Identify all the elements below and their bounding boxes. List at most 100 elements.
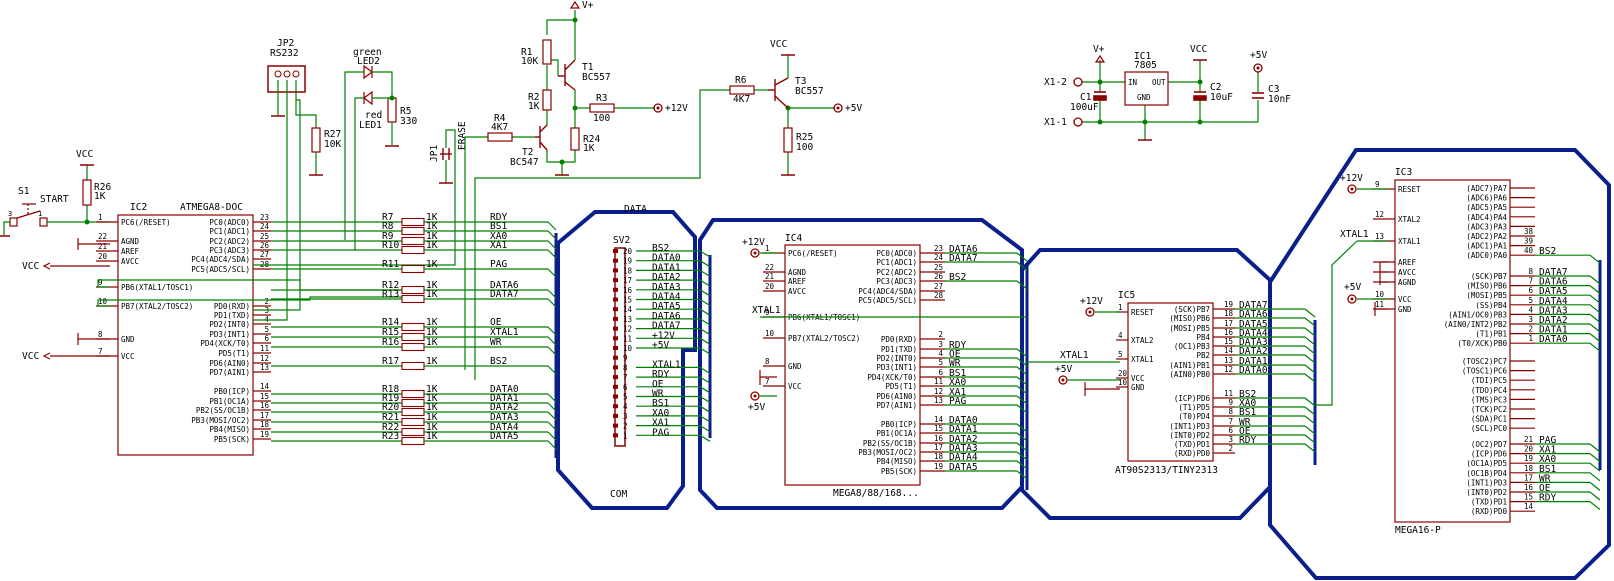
pin-number: 24 [934, 253, 944, 262]
pin-name: (OC1A)PD5 [1466, 459, 1507, 468]
pin-name: (SCL)PC0 [1471, 424, 1508, 433]
pin-number: 18 [1224, 309, 1234, 318]
pin-name: (TXD)PD1 [1174, 440, 1210, 449]
junction-t1-collector [572, 105, 578, 111]
pin-name: (ICP)PD6 [1471, 450, 1508, 459]
net-label: XA1 [652, 418, 669, 429]
pin-name: PD0(RXD) [881, 335, 917, 344]
net-label: DATA6 [949, 244, 978, 255]
net-label: RDY [490, 212, 507, 223]
pin-number: 6 [938, 368, 943, 377]
net-label: DATA7 [652, 321, 681, 332]
led2-color: green [353, 47, 382, 58]
resistor-value: 1K [426, 327, 438, 338]
net-label: DATA1 [1239, 356, 1268, 367]
pin-name: (TDO)PC4 [1471, 386, 1508, 395]
pin-number: 6 [264, 334, 269, 343]
junction-led-r5 [389, 95, 395, 101]
pin-number: 2 [264, 297, 269, 306]
pin-number: 9 [1228, 398, 1233, 407]
resistor-ref: R19 [382, 393, 399, 404]
pin-name: PC6(/RESET) [788, 249, 838, 258]
net-label: BS1 [1539, 464, 1556, 475]
sv2-bus-bottom: COM [610, 489, 627, 500]
pin-name: PB3(MOSI/OC2) [191, 416, 250, 425]
bus-entry [547, 402, 557, 412]
ic1-out: OUT [1152, 78, 1166, 87]
bus-entry [547, 289, 557, 299]
pin-name: (AIN0/INT2)PB2 [1444, 320, 1507, 329]
bus-entry [1016, 280, 1028, 290]
pin-name: AREF [788, 277, 807, 286]
pin-name: PC0(ADC0) [876, 249, 917, 258]
connector-pin [613, 268, 618, 273]
bus-outline-com [556, 210, 697, 510]
connector-pin [613, 307, 618, 312]
bus-entry [1589, 481, 1601, 491]
r1-ref: R1 [521, 47, 533, 58]
led1-ref: LED1 [359, 120, 382, 131]
pin-name: PB7(XTAL2/TOSC2) [121, 302, 193, 311]
resistor-ref: R8 [382, 221, 394, 232]
s1-lever [16, 210, 41, 219]
vplus-arrow-supply [1094, 54, 1106, 63]
bus-outline-ic4 [698, 218, 1024, 510]
bus-entry [1304, 354, 1316, 364]
pin-number: 1 [1118, 303, 1123, 312]
bus-entry [1304, 327, 1316, 337]
pin-name: PB4(MISO) [876, 457, 917, 466]
pin-name: AVCC [788, 287, 806, 296]
pin-number: 2 [938, 330, 943, 339]
pin-name: PC5(ADC5/SCL) [191, 265, 250, 274]
pin-name: (INT0)PD2 [1169, 431, 1210, 440]
p5-label-ic5: +5V [1055, 364, 1072, 375]
pin-name: PD7(AIN1) [209, 368, 250, 377]
net-label: WR [949, 358, 961, 369]
bus-entry [699, 269, 711, 277]
pin-name: (RXD)PD0 [1174, 449, 1211, 458]
pin-number: 7 [765, 377, 770, 386]
bus-entry [1589, 254, 1601, 264]
sv2-bus-title: DATA [624, 204, 647, 215]
r27-ref: R27 [324, 129, 341, 140]
bus-entry [1016, 366, 1028, 376]
r1-value: 10K [521, 56, 538, 67]
junction-t2 [559, 159, 565, 165]
connector-pin [613, 355, 618, 360]
r25-ref: R25 [796, 132, 813, 143]
net-label: DATA5 [1239, 319, 1268, 330]
bus-entry [1304, 308, 1316, 318]
net-label: DATA4 [1539, 296, 1568, 307]
pin-name: PD6(AIN0) [209, 359, 250, 368]
resistor-body [401, 285, 425, 295]
pin-name: PD4(XCK/T0) [200, 339, 250, 348]
pin-name: PB5(SCK) [881, 467, 917, 476]
pin-number: 38 [1524, 227, 1534, 236]
pin-name: PD3(INT1) [876, 363, 917, 372]
resistor-ref: R17 [382, 356, 399, 367]
pin-number: 5 [1118, 350, 1123, 359]
resistor-ref: R21 [382, 412, 399, 423]
pin-number: 20 [98, 252, 108, 261]
pin-name: (ICP)PD6 [1174, 394, 1211, 403]
pin-number: 16 [1224, 328, 1234, 337]
resistor-body [401, 427, 425, 437]
p5-terminal-supply [1253, 63, 1263, 73]
bus-entry [1304, 317, 1316, 327]
ic5-xtal-label: XTAL1 [1060, 350, 1089, 361]
connector-pin [613, 413, 618, 418]
pin-number: 19 [623, 257, 632, 266]
x1-2-terminal [1073, 77, 1083, 87]
p5-terminal-ic5-dot [1061, 378, 1065, 382]
net-label: PAG [949, 396, 966, 407]
r2-body [542, 89, 552, 111]
pin-name: (TOSC2)PC7 [1462, 357, 1507, 366]
bus-entry [1016, 442, 1028, 452]
bus-entry [1304, 397, 1316, 407]
net-label: PAG [652, 427, 669, 438]
resistor-body [401, 407, 425, 417]
pin-name: (MOSI)PB5 [1169, 324, 1210, 333]
pin-number: 6 [1228, 426, 1233, 435]
pin-name: (ADC2)PA2 [1466, 232, 1507, 241]
ic4-name: IC4 [785, 233, 802, 244]
